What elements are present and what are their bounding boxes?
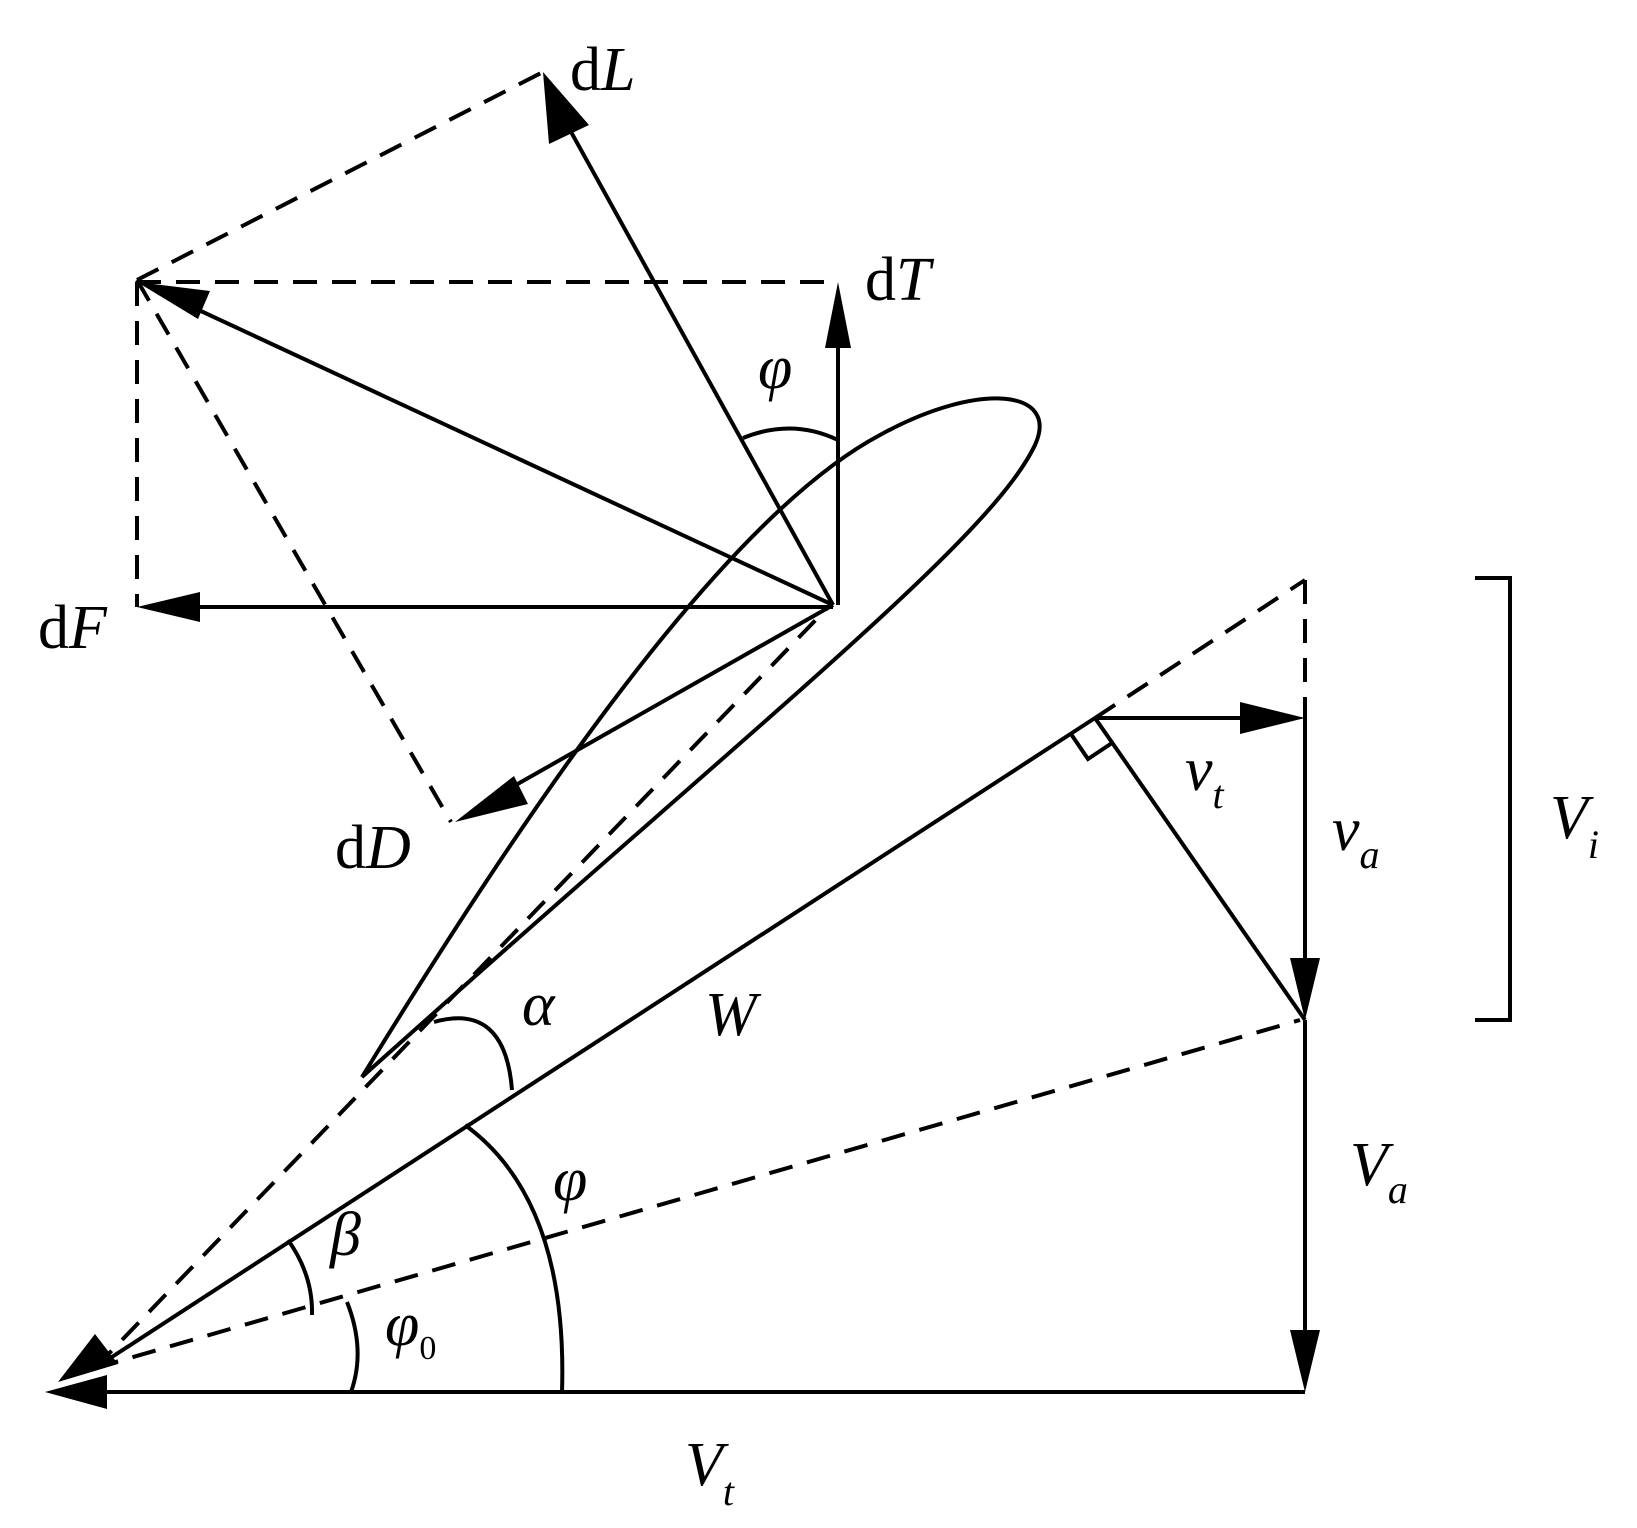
vector-dD bbox=[499, 603, 834, 796]
arrowhead-W bbox=[58, 1334, 118, 1382]
label-alpha: α bbox=[522, 971, 556, 1039]
airfoil-profile bbox=[360, 396, 1042, 1079]
label-Vi: Vi bbox=[1550, 784, 1599, 867]
label-phi0: φ0 bbox=[385, 1291, 436, 1367]
dashed-zero-lift-line bbox=[94, 1018, 1301, 1370]
arrowhead-Vt bbox=[45, 1375, 107, 1409]
angle-arc-phi-top bbox=[742, 426, 839, 442]
label-Va: Va bbox=[1350, 1131, 1408, 1212]
dashed-parallelogram-top bbox=[136, 70, 544, 282]
right-angle-marker bbox=[1069, 732, 1114, 762]
arrowhead-va bbox=[1290, 958, 1320, 1020]
label-dL: dL bbox=[570, 36, 635, 104]
label-dT: dT bbox=[865, 246, 935, 314]
label-phi-top: φ bbox=[758, 334, 792, 402]
label-va: va bbox=[1332, 796, 1380, 877]
arrowhead-dF bbox=[137, 592, 200, 622]
dashed-chord-line bbox=[93, 600, 835, 1370]
angle-arc-phi-bottom bbox=[463, 1123, 565, 1393]
arrowhead-dL bbox=[543, 72, 589, 144]
arrowhead-dD bbox=[455, 776, 528, 822]
label-dD: dD bbox=[335, 814, 411, 882]
arrowhead-dT bbox=[825, 282, 851, 348]
vector-W bbox=[93, 716, 1097, 1370]
arrowhead-resultant bbox=[137, 282, 210, 319]
label-dF: dF bbox=[38, 594, 108, 662]
vector-resultant bbox=[174, 297, 834, 607]
angle-arc-beta bbox=[286, 1238, 315, 1316]
vector-dL bbox=[558, 111, 835, 606]
dashed-extension-W bbox=[1093, 578, 1307, 720]
Vi-bracket bbox=[1475, 576, 1512, 1022]
arrowhead-vt bbox=[1240, 702, 1305, 734]
label-phi-bottom: φ bbox=[553, 1146, 587, 1214]
angle-arc-alpha bbox=[433, 1016, 514, 1091]
arrowhead-Va bbox=[1290, 1330, 1320, 1392]
dashed-parallelogram-right bbox=[135, 278, 453, 824]
angle-arc-phi0 bbox=[345, 1301, 360, 1393]
perpendicular-line bbox=[1093, 716, 1307, 1022]
label-vt: vt bbox=[1185, 736, 1225, 817]
label-beta: β bbox=[329, 1201, 361, 1269]
label-Vt: Vt bbox=[685, 1431, 735, 1514]
label-W: W bbox=[705, 981, 762, 1049]
